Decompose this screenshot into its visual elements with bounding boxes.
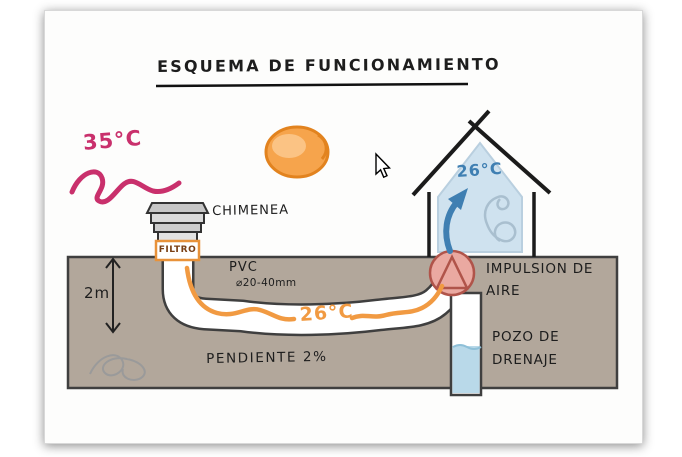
- slide: [44, 10, 643, 444]
- page-title: ESQUEMA DE FUNCIONAMIENTO: [157, 54, 501, 76]
- label-air-supply-2: AIRE: [486, 283, 521, 299]
- label-pipe-material: PVC: [229, 260, 258, 275]
- label-outside-temp: 35°C: [82, 125, 144, 155]
- label-filter: FILTRO: [158, 245, 197, 255]
- label-depth: 2m: [84, 284, 111, 302]
- label-pipe-temp: 26°C: [299, 300, 355, 326]
- label-indoor-temp: 26°C: [456, 158, 504, 181]
- label-drainage-2: DRENAJE: [492, 352, 558, 368]
- label-air-supply-1: IMPULSION DE: [486, 261, 594, 277]
- label-pipe-diameter: ⌀20-40mm: [236, 277, 297, 289]
- label-slope: PENDIENTE 2%: [206, 348, 328, 367]
- label-chimney: CHIMENEA: [212, 202, 290, 219]
- label-drainage-1: POZO DE: [492, 329, 560, 345]
